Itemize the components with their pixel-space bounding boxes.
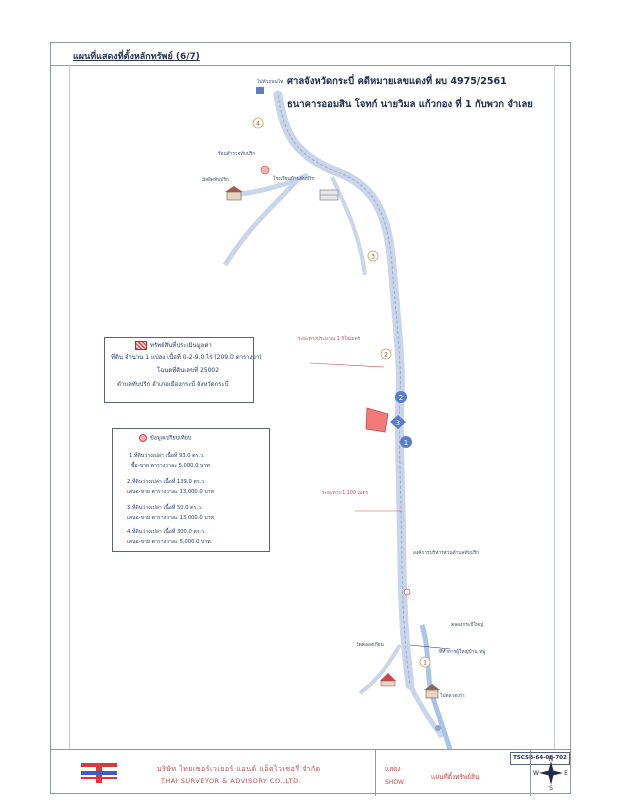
- legend-line-2: โฉนดที่ดินเลขที่ 25002: [157, 367, 220, 374]
- place-bottom: ไปตลาดเก่า: [440, 694, 465, 699]
- distance1-pointer: [309, 362, 385, 368]
- company-name-thai: บริษัท ไทยเซอร์เวเยอร์ แอนด์ แอ็ดไวเซอรี…: [157, 765, 321, 773]
- marker-3: 3: [390, 415, 406, 429]
- temple-icon: [380, 673, 396, 687]
- office-icon: [424, 684, 440, 699]
- property-hatch-swatch: [135, 341, 147, 350]
- map-area: 2 3 1 4 3 2: [69, 65, 570, 765]
- mosque-icon: [225, 186, 243, 201]
- compass-w: W: [533, 770, 539, 777]
- side-road-southeast: [407, 683, 445, 739]
- comparable-2-line1: 2.ที่ดินว่างเปล่า เนื้อที่ 139.0 ตร.ว.: [127, 479, 206, 485]
- compass-s: S: [549, 785, 553, 791]
- marker-2: 2: [395, 391, 407, 403]
- show-label-english: SHOW: [385, 779, 404, 786]
- compass-e: E: [564, 770, 568, 777]
- place-top: ไปหัวถนนไท: [257, 80, 284, 85]
- route-marker-4-top: 4: [252, 117, 264, 129]
- case-line-2: ธนาคารออมสิน โจทก์ นายวิมล แก้วกอง ที่ 1…: [287, 99, 533, 110]
- marker-1: 1: [400, 436, 412, 448]
- comparable-2-line2: เสนอ-ขาย ตารางวาละ 13,000.0 บาท: [127, 489, 214, 495]
- title-bar: แผนที่แสดงที่ตั้งหลักทรัพย์ (6/7): [51, 43, 570, 66]
- legend-line-1: ที่ดิน จำนวน 1 แปลง เนื้อที่ 0-2-9.0 ไร่…: [111, 354, 262, 361]
- legend-line-3: ตำบลทับปริก อำเภอเมืองกระบี่ จังหวัดกระบ…: [117, 381, 229, 388]
- marker-2-label: 2: [399, 394, 403, 402]
- bottom-pin-icon: [435, 725, 441, 731]
- svg-text:3: 3: [371, 254, 375, 261]
- footer-divider-2: [530, 750, 531, 796]
- comparable-4-line2: เสนอ-ขาย ตารางวาละ 5,000.0 บาท: [127, 539, 211, 545]
- map-drawing: 2 3 1 4 3 2: [222, 87, 453, 749]
- comparables-box: ข้อมูลเปรียบเทียบ 1.ที่ดินว่างเปล่า เนื้…: [112, 428, 270, 552]
- svg-text:1: 1: [423, 660, 427, 667]
- svg-text:4: 4: [256, 121, 260, 128]
- school-icon: [319, 189, 339, 201]
- legend-label-row: ทรัพย์สินที่ประเมินมูลค่า: [135, 340, 212, 351]
- marker-1-label: 1: [404, 439, 408, 447]
- place-mosque: มัสยิดทับปริก: [202, 178, 229, 183]
- side-road-west: [222, 175, 302, 267]
- route-marker-1: 1: [419, 656, 431, 668]
- place-school: โรงเรียนบ้านทับปริก: [273, 177, 315, 182]
- show-value: แผนที่ตั้งทรัพย์สิน: [431, 773, 480, 781]
- footer: บริษัท ไทยเซอร์เวเยอร์ แอนด์ แอ็ดไวเซอรี…: [51, 749, 570, 796]
- canal-pointer: [409, 644, 451, 650]
- place-canal: คลองกระบี่ใหญ่: [451, 623, 484, 628]
- main-road: [273, 90, 415, 690]
- place-sao: องค์การบริหารส่วนตำบลทับปริก: [413, 551, 480, 556]
- comparable-1-line1: 1.ที่ดินว่างเปล่า เนื้อที่ 93.0 ตร.ว.: [129, 453, 205, 459]
- comparable-3-line2: เสนอ-ขาย ตารางวาละ 13,000.0 บาท: [127, 515, 214, 521]
- company-logo: [78, 760, 120, 786]
- map-sheet: แผนที่แสดงที่ตั้งหลักทรัพย์ (6/7) 2: [50, 42, 571, 796]
- document-code: TSCSB-64-08-702: [510, 752, 570, 765]
- page-title: แผนที่แสดงที่ตั้งหลักทรัพย์ (6/7): [73, 52, 200, 62]
- route-marker-2: 2: [380, 348, 392, 360]
- compass-icon: N S W E: [533, 756, 568, 791]
- comparable-1-line2: ซื้อ-ขาย ตารางวาละ 5,000.0 บาท: [131, 463, 210, 469]
- health-center-icon: [260, 165, 270, 175]
- company-name-english: THAI SURVEYOR & ADVISORY CO.,LTD.: [161, 777, 302, 785]
- route-marker-3: 3: [367, 250, 379, 262]
- place-distance2: ระยะทาง 1,100 เมตร: [322, 491, 369, 496]
- case-line-1: ศาลจังหวัดกระบี่ คดีหมายเลขแดงที่ ผบ 497…: [287, 76, 507, 87]
- sao-icon: [403, 588, 411, 596]
- side-road-south: [358, 643, 402, 695]
- place-health: ร้อนสำรวจทับปริก: [218, 152, 256, 157]
- side-road-school: [330, 176, 367, 276]
- marker-3-label: 3: [396, 419, 400, 427]
- comparables-title-row: ข้อมูลเปรียบเทียบ: [139, 434, 191, 443]
- comparable-3-line1: 3.ที่ดินว่างเปล่า เนื้อที่ 50.0 ตร.ว.: [127, 505, 203, 511]
- comparable-4-line1: 4.ที่ดินว่างเปล่า เนื้อที่ 300.0 ตร.ว.: [127, 529, 206, 535]
- comparables-title: ข้อมูลเปรียบเทียบ: [150, 435, 192, 442]
- footer-divider-1: [375, 750, 376, 796]
- main-road-edge: [277, 94, 411, 686]
- property-parcel: [365, 407, 389, 433]
- place-wat: วัดคลองเกียน: [356, 643, 384, 648]
- legend-label: ทรัพย์สินที่ประเมินมูลค่า: [150, 342, 212, 349]
- comparable-dot-icon: [139, 434, 147, 442]
- svg-text:2: 2: [384, 352, 388, 359]
- top-pin-icon: [256, 87, 264, 94]
- place-office: ที่ทำการผู้ใหญ่บ้าน หมู่: [439, 650, 486, 655]
- show-label-thai: แสดง: [385, 765, 401, 773]
- place-distance1: ระยะทางประมาณ 1 กิโลเมตร: [298, 337, 361, 342]
- legend-box: ทรัพย์สินที่ประเมินมูลค่า ที่ดิน จำนวน 1…: [104, 337, 262, 403]
- compass-n: N: [549, 756, 554, 763]
